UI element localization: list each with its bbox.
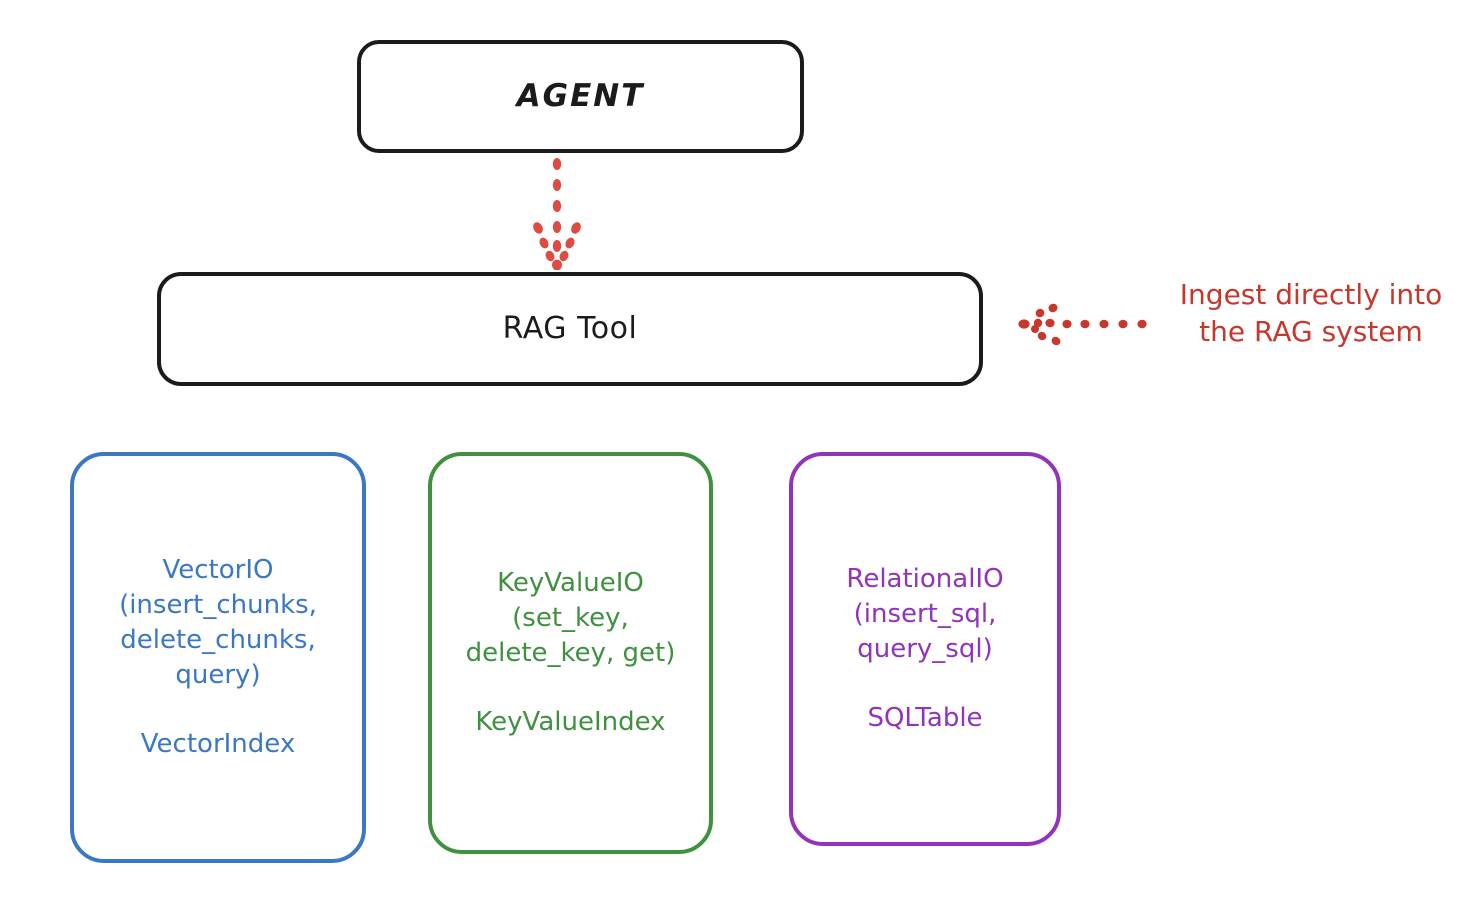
agent-node-label: AGENT — [516, 77, 645, 114]
key-value-io-node-label: KeyValueIO (set_key, delete_key, get) Ke… — [465, 567, 676, 738]
agent-node[interactable]: AGENT — [357, 40, 804, 153]
ingest-pointer-arrow-icon — [1018, 303, 1147, 346]
rag-tool-node[interactable]: RAG Tool — [157, 272, 983, 386]
relational-io-node[interactable]: RelationalIO (insert_sql, query_sql) SQL… — [789, 452, 1061, 846]
rag-tool-node-label: RAG Tool — [502, 310, 638, 346]
ingest-annotation-text: Ingest directly into the RAG system — [1179, 278, 1443, 349]
key-value-io-node[interactable]: KeyValueIO (set_key, delete_key, get) Ke… — [428, 452, 713, 854]
vector-io-node-label: VectorIO (insert_chunks, delete_chunks, … — [119, 555, 317, 760]
vector-io-node[interactable]: VectorIO (insert_chunks, delete_chunks, … — [70, 452, 366, 863]
agent-to-rag-tool-arrow-icon — [533, 158, 581, 270]
relational-io-node-label: RelationalIO (insert_sql, query_sql) SQL… — [846, 563, 1004, 734]
